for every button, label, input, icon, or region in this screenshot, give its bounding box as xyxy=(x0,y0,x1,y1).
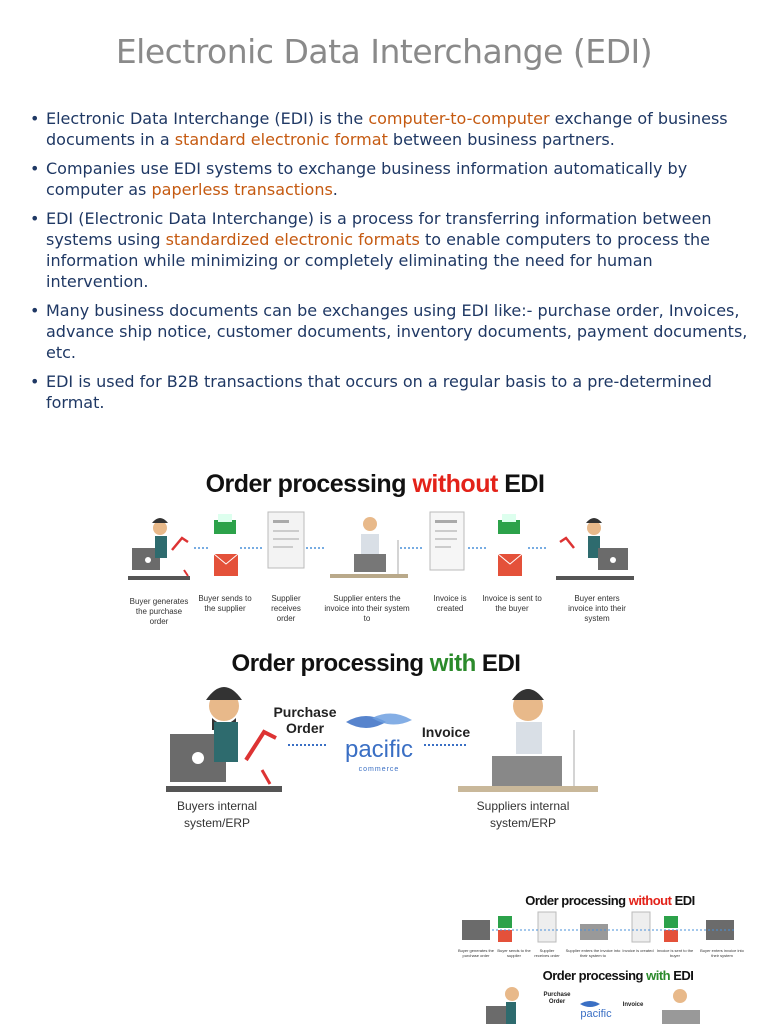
thumbnail-step-label: Supplier enters the invoice into their s… xyxy=(565,948,621,958)
step-label: Supplier enters the invoice into their s… xyxy=(324,594,410,623)
step-label: Buyer generates the purchase order xyxy=(129,597,189,626)
purchase-order-label: Purchase Order xyxy=(273,704,337,736)
thumbnail-step-label: Buyer sends to the supplier xyxy=(497,948,531,958)
thumbnail-step-label: Invoice is sent to the buyer xyxy=(656,948,694,958)
thumbnail-purchase-order-label: Purchase Order xyxy=(543,992,571,1005)
printer-icon xyxy=(498,514,520,534)
commerce-logo-text: commerce xyxy=(358,766,400,773)
step-label: Supplier receives order xyxy=(271,594,301,623)
thumbnail-with-title: Order processing with EDI xyxy=(542,968,694,983)
bullet-item: Electronic Data Interchange (EDI) is the… xyxy=(28,108,748,150)
step-label: Buyer sends to the supplier xyxy=(198,594,252,613)
diagram-with-title: Order processing with EDI xyxy=(231,650,521,677)
bullet-item: Many business documents can be exchanges… xyxy=(28,300,748,363)
thumbnail-invoice-label: Invoice xyxy=(622,1002,644,1008)
thumbnail-logo-text: pacific xyxy=(580,1008,612,1020)
thumbnail-step-label: Invoice is created xyxy=(622,948,654,953)
supplier-system-label: Suppliers internal system/ERP xyxy=(476,799,570,830)
thumbnail-without-title: Order processing without EDI xyxy=(525,893,695,908)
bullet-item: EDI is used for B2B transactions that oc… xyxy=(28,371,748,413)
pacific-commerce-logo-icon xyxy=(346,713,412,728)
bullet-list: Electronic Data Interchange (EDI) is the… xyxy=(28,108,748,421)
printer-icon xyxy=(214,514,236,534)
thumbnail-step-label: Buyer generates the purchase order xyxy=(457,948,495,958)
buyer-system-label: Buyers internal system/ERP xyxy=(176,799,258,830)
envelope-icon xyxy=(213,553,239,576)
buyer-desk-icon xyxy=(556,518,634,580)
slide-title: Electronic Data Interchange (EDI) xyxy=(115,32,653,71)
step-label: Buyer enters invoice into their system xyxy=(568,594,626,623)
document-icon xyxy=(267,511,305,569)
bullet-item: Companies use EDI systems to exchange bu… xyxy=(28,158,748,200)
envelope-icon xyxy=(497,553,523,576)
pacific-logo-text: pacific xyxy=(344,736,414,763)
step-label: Invoice is created xyxy=(433,594,467,613)
thumbnail-step-label: Supplier receives order xyxy=(534,948,560,958)
buyer-workstation-icon xyxy=(166,687,282,792)
thumbnail-step-label: Buyer enters invoice into their system xyxy=(700,948,744,958)
supplier-workstation-icon xyxy=(458,689,598,792)
supplier-desk-icon xyxy=(330,517,408,578)
bullet-item: EDI (Electronic Data Interchange) is a p… xyxy=(28,208,748,292)
invoice-label: Invoice xyxy=(421,724,471,740)
diagram-without-title: Order processing without EDI xyxy=(205,470,545,498)
buyer-desk-icon xyxy=(128,518,190,580)
invoice-document-icon xyxy=(429,511,465,571)
step-label: Invoice is sent to the buyer xyxy=(482,594,542,613)
